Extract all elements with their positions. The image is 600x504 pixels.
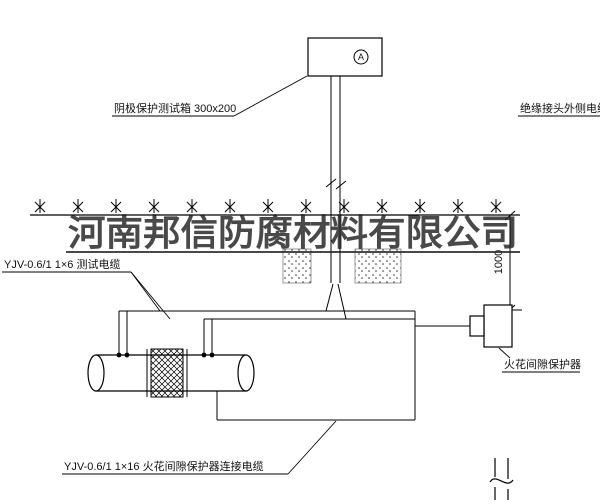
ground-symbol bbox=[452, 198, 464, 214]
cable-connection-dot bbox=[209, 352, 215, 358]
insulating-joint bbox=[150, 348, 184, 398]
label-insulated-joint-cable: 绝缘接头外侧电缆 bbox=[520, 101, 600, 115]
ground-symbol bbox=[110, 198, 122, 214]
cable-connection-dot bbox=[116, 352, 122, 358]
label-test-box: 阴极保护测试箱 300x200 bbox=[114, 101, 236, 115]
pipe-end-right bbox=[237, 354, 255, 392]
pipeline bbox=[87, 348, 255, 398]
ground-symbol bbox=[148, 198, 160, 214]
ground-symbol bbox=[34, 198, 46, 214]
spark-gap-protector bbox=[469, 304, 513, 348]
break-mark bbox=[325, 178, 337, 188]
pipe-end-left bbox=[87, 354, 105, 392]
ground-symbol bbox=[262, 198, 274, 214]
test-cables bbox=[118, 283, 415, 355]
watermark: 河南邦信防腐材料有限公司 bbox=[66, 213, 520, 253]
ground-symbol bbox=[300, 198, 312, 214]
dimension-text: 1000 bbox=[493, 250, 505, 274]
meter-symbol bbox=[353, 49, 369, 65]
spark-gap-cables bbox=[216, 311, 470, 421]
cable-connection-dot bbox=[124, 352, 130, 358]
ground-symbols bbox=[34, 198, 502, 214]
conduit-riser bbox=[325, 76, 347, 283]
label-spark-gap-protector: 火花间隙保护器 bbox=[504, 357, 581, 371]
concrete-block-right bbox=[354, 248, 402, 284]
concrete-block-left bbox=[282, 248, 312, 284]
label-test-cable: YJV-0.6/1 1×6 测试电缆 bbox=[4, 258, 120, 271]
watermark-text: 河南邦信防腐材料有限公司 bbox=[68, 213, 518, 253]
ground-symbol bbox=[414, 198, 426, 214]
leader-lines bbox=[2, 75, 600, 475]
label-spark-gap-cable: YJV-0.6/1 1×16 火花间隙保护器连接电缆 bbox=[64, 459, 264, 473]
cable-connection-dot bbox=[201, 352, 207, 358]
meter-letter: A bbox=[358, 52, 364, 62]
test-box bbox=[307, 37, 383, 77]
ground-symbol bbox=[72, 198, 84, 214]
break-mark bbox=[335, 180, 347, 190]
pipe-break-symbol bbox=[489, 458, 514, 500]
ground-symbol bbox=[224, 198, 236, 214]
ground-symbol bbox=[490, 198, 502, 214]
ground-symbol bbox=[376, 198, 388, 214]
ground-symbol bbox=[186, 198, 198, 214]
